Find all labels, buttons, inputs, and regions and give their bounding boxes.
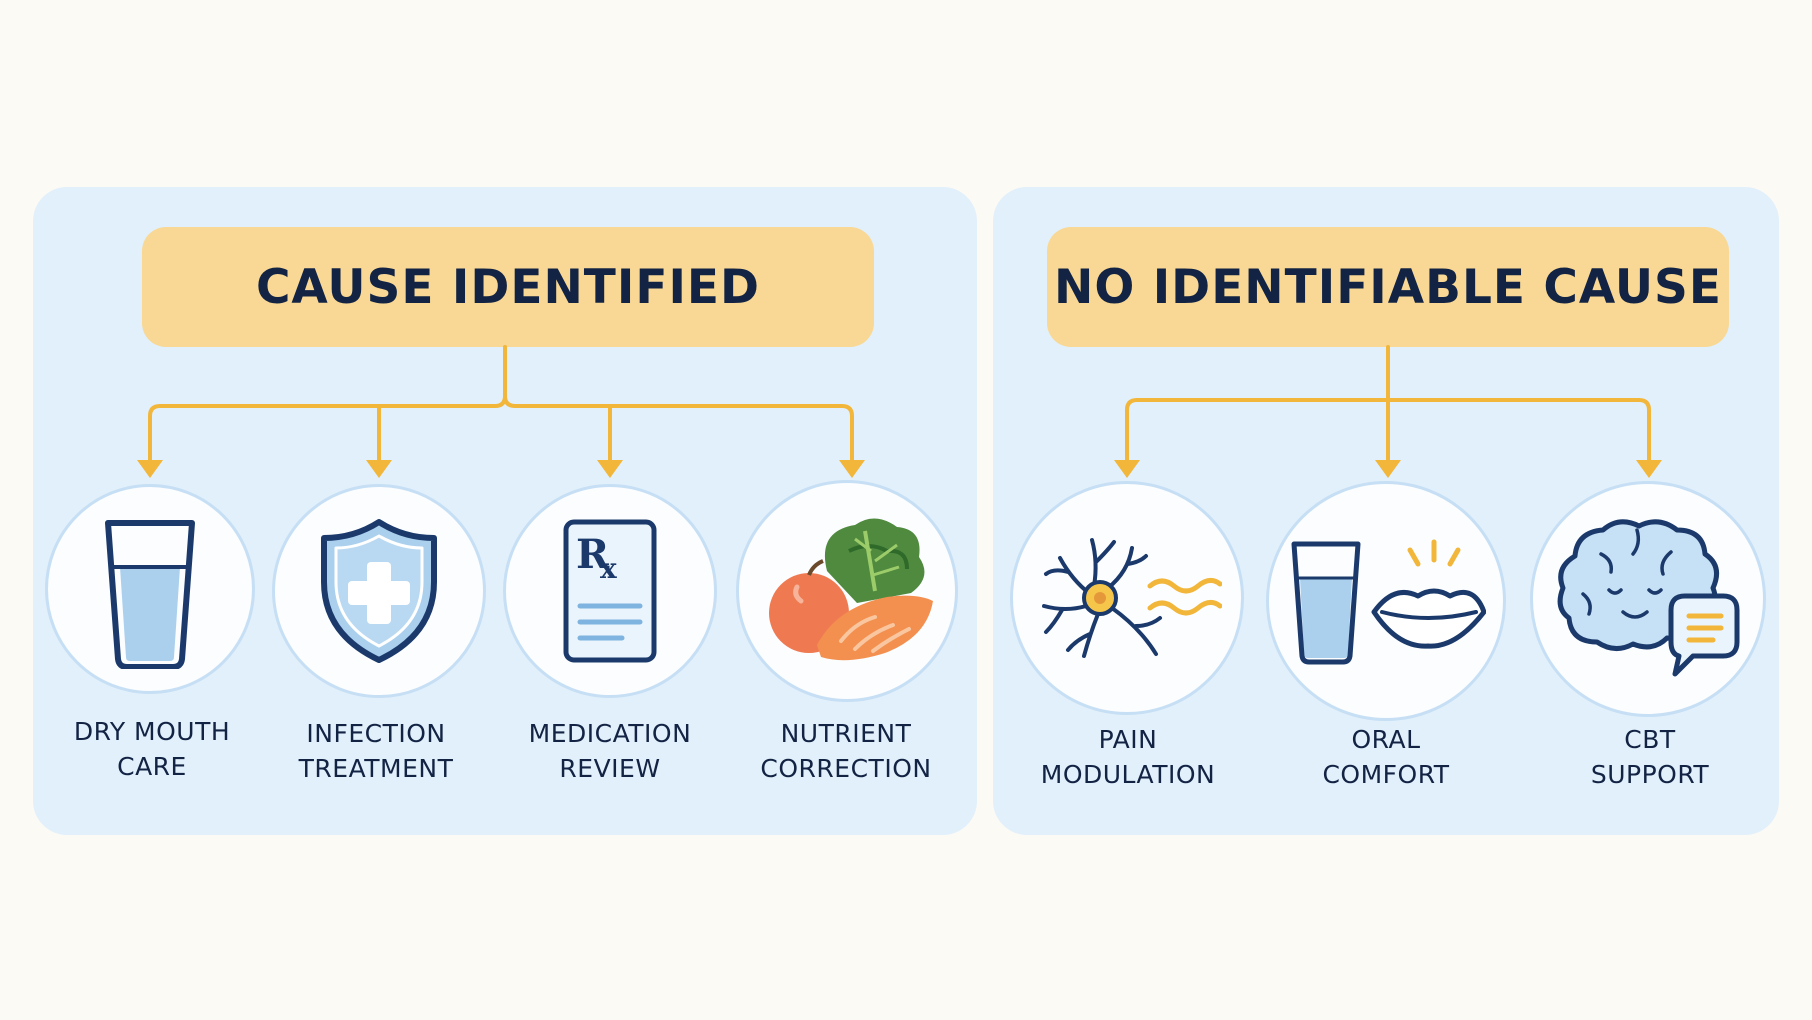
nutrient-correction-node bbox=[736, 480, 958, 702]
prescription-icon: R x bbox=[563, 519, 657, 663]
pain-modulation-node bbox=[1010, 481, 1244, 715]
medication-review-node: R x bbox=[503, 484, 717, 698]
no-identifiable-cause-header: NO IDENTIFIABLE CAUSE bbox=[1047, 227, 1729, 347]
svg-text:R: R bbox=[576, 531, 610, 578]
infection-treatment-node bbox=[272, 484, 486, 698]
oral-comfort-node bbox=[1266, 481, 1506, 721]
brain-speech-icon bbox=[1557, 519, 1740, 677]
glass-lips-icon bbox=[1291, 539, 1486, 665]
oral-comfort-label: ORAL COMFORT bbox=[1322, 725, 1450, 789]
dry-mouth-care-node bbox=[45, 484, 255, 694]
cbt-support-node bbox=[1530, 481, 1766, 717]
pain-modulation-label: PAIN MODULATION bbox=[1040, 725, 1216, 789]
infection-treatment-label: INFECTION TREATMENT bbox=[298, 719, 454, 783]
dry-mouth-care-label: DRY MOUTH CARE bbox=[73, 717, 231, 781]
food-icon bbox=[769, 518, 933, 661]
shield-plus-icon bbox=[321, 519, 437, 663]
svg-text:x: x bbox=[600, 552, 617, 585]
neuron-icon bbox=[1042, 538, 1222, 658]
cbt-support-label: CBT SUPPORT bbox=[1590, 725, 1710, 789]
medication-review-label: MEDICATION REVIEW bbox=[528, 719, 692, 783]
nutrient-correction-label: NUTRIENT CORRECTION bbox=[760, 719, 932, 783]
cause-identified-header: CAUSE IDENTIFIED bbox=[142, 227, 874, 347]
water-glass-icon bbox=[105, 520, 195, 669]
